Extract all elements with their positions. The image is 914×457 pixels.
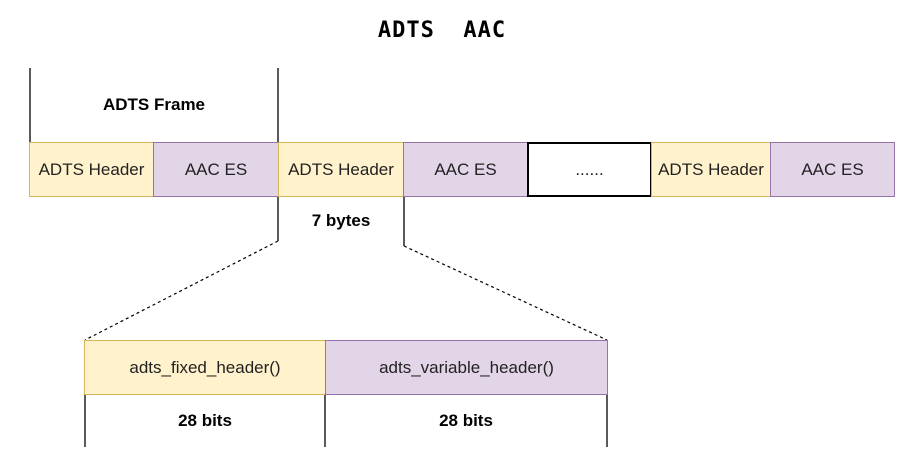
stream-aac-es-3: AAC ES [770,142,895,197]
zoom-line-left [84,240,279,341]
fixed-header-bits-label: 28 bits [178,411,232,430]
stream-aac-es-2: AAC ES [403,142,528,197]
variable-header-bits-label: 28 bits [439,411,493,430]
header-size-label: 7 bytes [311,211,371,230]
adts-variable-header-box: adts_variable_header() [325,340,608,395]
stream-adts-header-2: ADTS Header [278,142,404,197]
frame-label: ADTS Frame [102,95,206,114]
zoom-line-right [403,245,608,341]
stream-adts-header-3: ADTS Header [651,142,771,197]
stream-adts-header-1: ADTS Header [29,142,154,197]
stream-aac-es-1: AAC ES [153,142,279,197]
diagram-title: ADTS AAC [377,18,507,43]
adts-fixed-header-box: adts_fixed_header() [84,340,326,395]
stream-ellipsis: ...... [527,142,652,197]
